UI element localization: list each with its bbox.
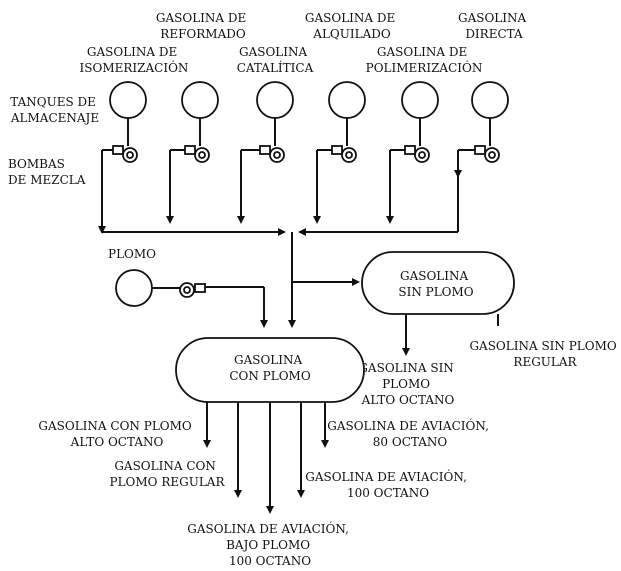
tank-sin-plomo <box>361 251 515 315</box>
label-con-plomo-tank: GASOLINA CON PLOMO <box>229 353 311 383</box>
tank-reformado <box>181 81 219 119</box>
label-con-plomo-alto: GASOLINA CON PLOMO ALTO OCTANO <box>38 419 195 449</box>
lead-feed <box>115 269 268 328</box>
label-plomo: PLOMO <box>108 247 156 261</box>
tank-catalitica <box>256 81 294 119</box>
pump-directa <box>454 118 500 178</box>
label-reformado: GASOLINA DE REFORMADO <box>156 11 250 41</box>
label-sin-plomo-tank: GASOLINA SIN PLOMO <box>398 269 473 299</box>
label-aviacion-bajo: GASOLINA DE AVIACIÓN, BAJO PLOMO 100 OCT… <box>187 520 352 568</box>
tank-alquilado <box>328 81 366 119</box>
pump-polimerizacion <box>386 118 430 224</box>
label-alquilado: GASOLINA DE ALQUILADO <box>305 11 399 41</box>
pump-catalitica <box>237 118 285 224</box>
label-bombas: BOMBAS DE MEZCLA <box>8 157 86 187</box>
label-aviacion-80: GASOLINA DE AVIACIÓN, 80 OCTANO <box>327 417 492 449</box>
pump-alquilado <box>313 118 357 224</box>
label-polimerizacion: GASOLINA DE POLIMERIZACIÓN <box>366 45 483 75</box>
lead-tank <box>115 269 153 307</box>
label-aviacion-100: GASOLINA DE AVIACIÓN, 100 OCTANO <box>305 468 470 500</box>
label-tanques: TANQUES DE ALMACENAJE <box>10 95 100 125</box>
manifold <box>102 176 459 328</box>
tank-directa <box>471 81 509 119</box>
label-con-plomo-regular: GASOLINA CON PLOMO REGULAR <box>110 459 226 489</box>
label-catalitica: GASOLINA CATALÍTICA <box>237 45 314 75</box>
label-isomerizacion: GASOLINA DE ISOMERIZACIÓN <box>80 45 189 75</box>
tank-isomerizacion <box>109 81 147 119</box>
label-sin-plomo-alto: GASOLINA SIN PLOMO ALTO OCTANO <box>358 361 457 407</box>
tank-polimerizacion <box>401 81 439 119</box>
label-sin-plomo-regular: GASOLINA SIN PLOMO REGULAR <box>469 339 620 369</box>
label-directa: GASOLINA DIRECTA <box>458 11 530 41</box>
pump-reformado <box>166 118 210 224</box>
pump-isomerizacion <box>98 118 138 234</box>
